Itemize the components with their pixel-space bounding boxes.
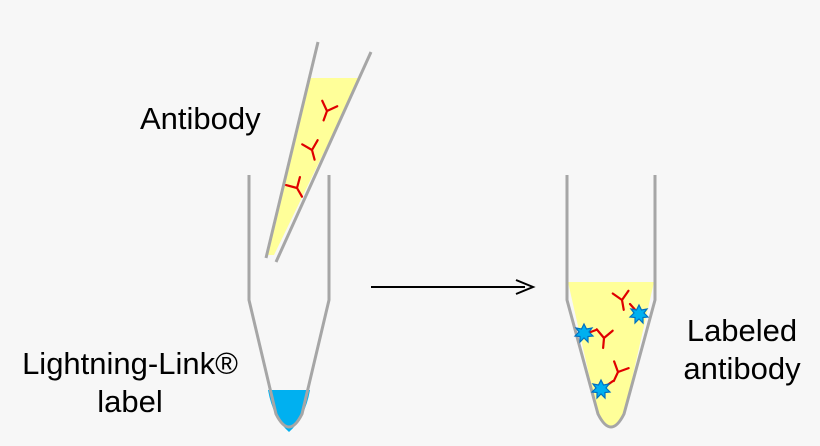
labeled-antibody-label: Labeled antibody [672,312,812,388]
antibody-icon [321,99,339,122]
left-tube-outline [247,175,331,429]
pipette-right-edge [274,51,373,263]
labeled-antibody-tube [565,175,657,429]
lightning-link-label: Lightning-Link® label [10,345,250,421]
pipette-tip [264,41,373,263]
label-liquid [268,390,310,432]
starburst-label-icon [628,303,650,325]
labeled-antibody-label-line1: Labeled [686,313,798,348]
starburst-label-icon [590,378,612,400]
antibody-icon [611,289,630,311]
antibody-icon [595,328,614,350]
right-tube-outline [565,175,657,429]
lightning-link-label-line2: label [97,384,163,419]
arrow-head-icon [515,279,536,295]
antibody-solution [268,78,360,255]
pipette-left-edge [264,41,320,259]
lightning-link-tube [247,175,331,432]
labeled-antibody-label-line2: antibody [683,351,801,386]
antibody-icon [612,360,630,383]
antibody-icon [301,139,319,161]
starburst-label-icon [573,322,595,344]
reaction-arrow [371,279,536,295]
antibody-icon [284,175,304,198]
antibody-label: Antibody [140,101,261,136]
labeled-antibody-solution [568,282,654,427]
lightning-link-label-line1: Lightning-Link® [22,346,238,381]
